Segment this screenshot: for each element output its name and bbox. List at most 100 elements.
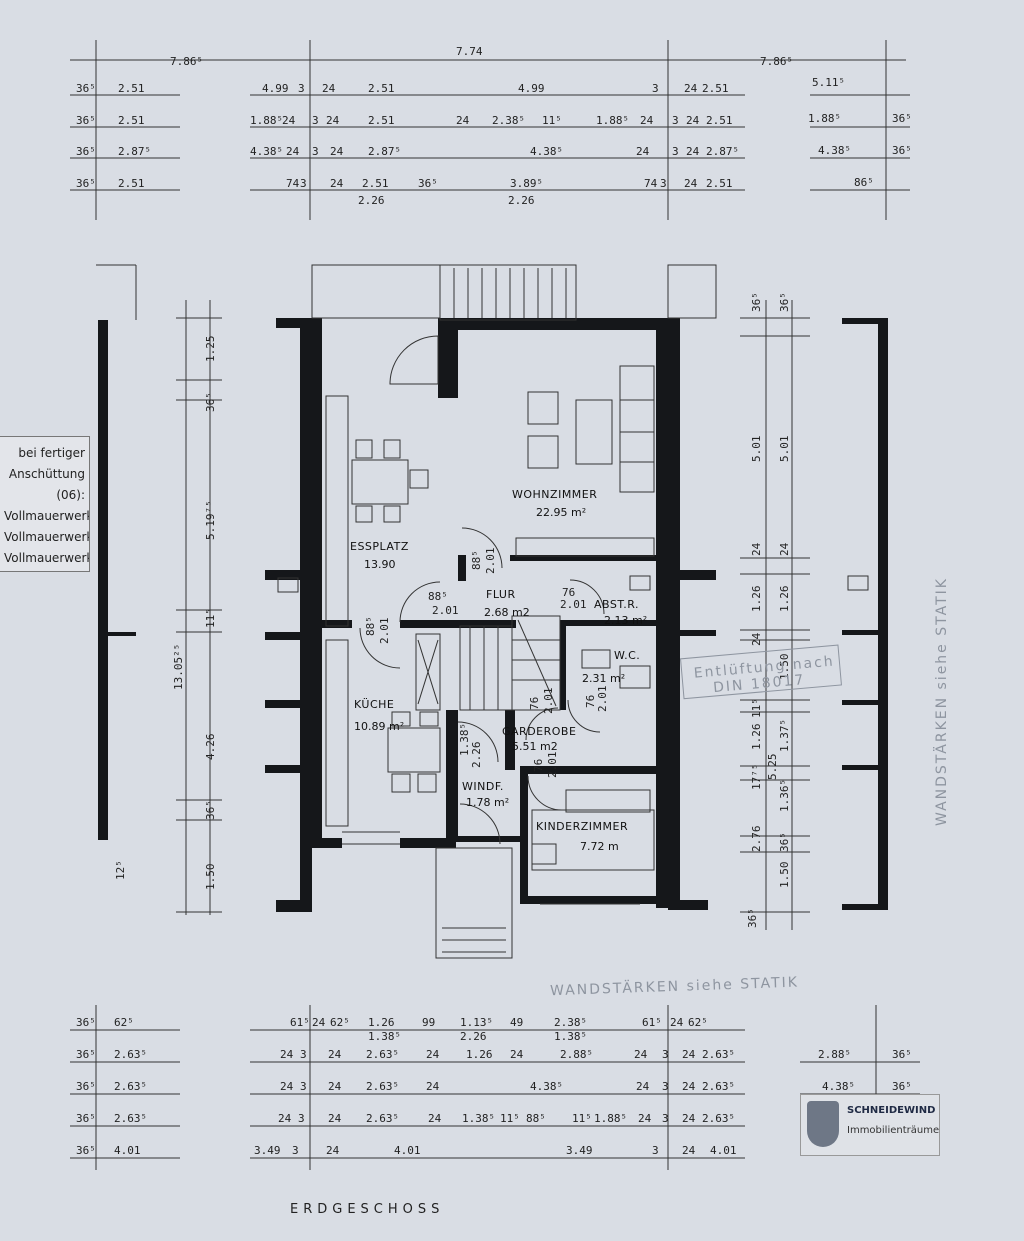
neighbour-walls xyxy=(96,264,888,910)
terrace-and-stairs xyxy=(311,264,717,959)
room-name-flur: FLUR xyxy=(486,588,516,601)
dim: 24 xyxy=(456,114,470,127)
dim-top-overall-left: 7.86⁵ xyxy=(170,55,203,68)
dim: 2.63⁵ xyxy=(702,1112,735,1125)
dim: 2.51 xyxy=(706,114,733,127)
dim: 1.26 xyxy=(778,586,791,613)
dim: 36⁵ xyxy=(76,177,96,190)
dim: 24 xyxy=(686,145,700,158)
dim: 3 xyxy=(312,114,319,127)
room-name-abstellraum: ABST.R. xyxy=(594,598,639,611)
room-name-windfang: WINDF. xyxy=(462,780,504,793)
dim: 5.19⁷⁵ xyxy=(204,500,217,540)
note-line: (06): xyxy=(56,488,85,502)
dim: 24 xyxy=(750,632,763,646)
dim: 4.01 xyxy=(114,1144,141,1157)
dim: 24 xyxy=(426,1080,440,1093)
room-name-garderobe: GARDEROBE xyxy=(502,725,576,738)
dim: 3 xyxy=(298,82,305,95)
dim: 36⁵ xyxy=(892,1080,912,1093)
dim-top-overall-center: 7.74 xyxy=(456,45,483,58)
dim: 3.49 xyxy=(254,1144,281,1157)
dim: 61⁵ xyxy=(642,1016,662,1029)
dim: 24 xyxy=(682,1144,696,1157)
dim: 1.25 xyxy=(204,336,217,363)
dim: 4.99 xyxy=(262,82,289,95)
dim: 36⁵ xyxy=(204,392,217,412)
dim: 3 xyxy=(662,1048,669,1061)
room-area-abstellraum: 2.13 m² xyxy=(604,614,647,627)
dim: 24 xyxy=(278,1112,292,1125)
dim: 4.26 xyxy=(204,734,217,761)
dim: 2.51 xyxy=(118,82,145,95)
dim: 3 xyxy=(672,114,679,127)
dim: 24 xyxy=(682,1048,696,1061)
dim: 1.13⁵ xyxy=(460,1016,493,1029)
dim: 36⁵ xyxy=(892,1048,912,1061)
dim: 3 xyxy=(652,82,659,95)
dim: 1.88⁵ xyxy=(250,114,283,127)
note-line: Anschüttung xyxy=(8,467,85,481)
shield-icon xyxy=(807,1101,839,1147)
dim: 3 xyxy=(662,1112,669,1125)
dim: 11⁵ xyxy=(500,1112,520,1125)
dim: 76 xyxy=(528,697,541,710)
dim: 3 xyxy=(300,1048,307,1061)
dim: 2.63⁵ xyxy=(114,1112,147,1125)
dim: 62⁵ xyxy=(330,1016,350,1029)
wall-thickness-stamp-right: WANDSTÄRKEN siehe STATIK xyxy=(932,577,950,826)
dim: 3.49 xyxy=(566,1144,593,1157)
dim: 3 xyxy=(662,1080,669,1093)
dim: 1.26 xyxy=(368,1016,395,1029)
dim: 2.51 xyxy=(118,177,145,190)
dim: 24 xyxy=(750,542,763,556)
dim: 1.38⁵ xyxy=(554,1030,587,1043)
room-area-kueche: 10.89 m² xyxy=(354,720,404,733)
dim: 36⁵ xyxy=(204,800,217,820)
dim: 4.38⁵ xyxy=(822,1080,855,1093)
dim: 2.88⁵ xyxy=(560,1048,593,1061)
dim: 2.01 xyxy=(484,548,497,575)
dim: 3 xyxy=(300,1080,307,1093)
dim: 1.26 xyxy=(750,724,763,751)
dim: 1.88⁵ xyxy=(594,1112,627,1125)
dim: 1.50 xyxy=(778,862,791,889)
room-name-kueche: KÜCHE xyxy=(354,698,394,711)
dim: 24 xyxy=(322,82,336,95)
company-logo: SCHNEIDEWIND Immobilienträume xyxy=(800,1094,940,1156)
room-area-flur: 2.68 m2 xyxy=(484,606,530,619)
note-line: Vollmauerwerk xyxy=(4,530,90,544)
dim: 24 xyxy=(328,1048,342,1061)
dim: 24 xyxy=(684,177,698,190)
dim: 1.50 xyxy=(204,864,217,891)
dim: 36⁵ xyxy=(746,908,759,928)
dim: 76 xyxy=(532,759,545,772)
note-line: bei fertiger xyxy=(18,446,85,460)
dim: 2.87⁵ xyxy=(118,145,151,158)
dim: 3 xyxy=(312,145,319,158)
dim: 4.01 xyxy=(394,1144,421,1157)
dim: 62⁵ xyxy=(114,1016,134,1029)
dim: 2.51 xyxy=(368,82,395,95)
room-name-wc: W.C. xyxy=(614,649,640,662)
dim: 88⁵ xyxy=(428,590,448,603)
dim: 4.01 xyxy=(710,1144,737,1157)
room-area-windfang: 1.78 m² xyxy=(466,796,509,809)
dim: 36⁵ xyxy=(76,82,96,95)
dim: 5.11⁵ xyxy=(812,76,845,89)
dim: 3 xyxy=(298,1112,305,1125)
dim: 24 xyxy=(428,1112,442,1125)
dim: 1.26 xyxy=(466,1048,493,1061)
dim: 36⁵ xyxy=(76,145,96,158)
logo-tagline: Immobilienträume xyxy=(847,1125,940,1136)
dim: 3 xyxy=(652,1144,659,1157)
dim: 36⁵ xyxy=(892,144,912,157)
dim: 24 xyxy=(634,1048,648,1061)
room-area-essplatz: 13.90 xyxy=(364,558,396,571)
room-name-essplatz: ESSPLATZ xyxy=(350,540,409,553)
dim: 2.63⁵ xyxy=(702,1048,735,1061)
construction-note: bei fertiger Anschüttung (06): Vollmauer… xyxy=(0,436,90,572)
floor-title: ERDGESCHOSS xyxy=(290,1202,445,1217)
